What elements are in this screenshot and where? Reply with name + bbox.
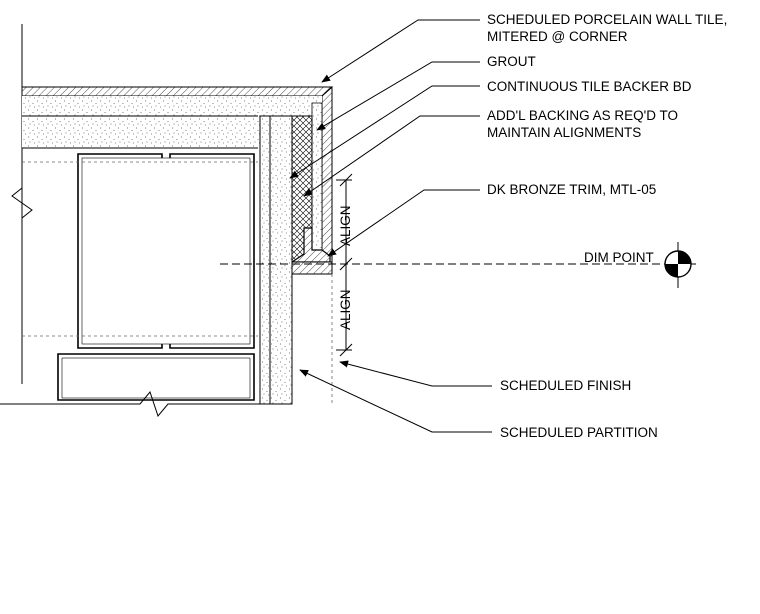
- callout-notes: SCHEDULED PORCELAIN WALL TILE, MITERED @…: [487, 12, 727, 440]
- align-slash-bottom: [339, 343, 353, 357]
- partition-finish-vertical: [259, 115, 293, 405]
- note-backer: CONTINUOUS TILE BACKER BD: [487, 79, 692, 94]
- leader-backing: [303, 115, 480, 197]
- leader-porcelain: [321, 19, 480, 83]
- leader-trim: [327, 189, 480, 257]
- dim-point-quadrant-a: [678, 251, 691, 264]
- backer-vertical: [311, 102, 323, 263]
- align-label-upper: ALIGN: [338, 205, 353, 246]
- bottom-break-line: [0, 390, 292, 418]
- align-slash-top: [339, 173, 353, 187]
- note-grout: GROUT: [487, 54, 536, 69]
- align-slash-mid: [339, 257, 353, 271]
- left-break-mark: [11, 187, 33, 219]
- align-label-lower: ALIGN: [338, 289, 353, 330]
- note-finish: SCHEDULED FINISH: [500, 378, 631, 393]
- miter-line: [321, 86, 333, 97]
- note-porcelain-line1: SCHEDULED PORCELAIN WALL TILE,: [487, 12, 727, 27]
- dim-point-quadrant-b: [665, 264, 678, 277]
- porcelain-tile-horizontal: [21, 86, 333, 97]
- align-dimensions: ALIGN ALIGN: [336, 173, 353, 357]
- wall-assembly: [0, 24, 333, 418]
- porcelain-tile-return: [321, 85, 333, 263]
- stud-inner: [81, 157, 251, 345]
- note-dim-point: DIM POINT: [584, 250, 654, 265]
- leader-partition: [299, 369, 492, 433]
- leader-finish: [339, 360, 492, 387]
- note-backing-line1: ADD'L BACKING AS REQ'D TO: [487, 108, 678, 123]
- note-partition: SCHEDULED PARTITION: [500, 425, 658, 440]
- dim-point-reference: [220, 242, 700, 288]
- note-porcelain-line2: MITERED @ CORNER: [487, 29, 628, 44]
- lower-track-inner: [61, 357, 251, 399]
- leader-grout: [316, 61, 480, 131]
- note-trim: DK BRONZE TRIM, MTL-05: [487, 182, 656, 197]
- leader-backer: [289, 85, 480, 179]
- note-backing-line2: MAINTAIN ALIGNMENTS: [487, 125, 641, 140]
- substrate-horizontal: [22, 96, 322, 148]
- leader-lines: [289, 19, 492, 433]
